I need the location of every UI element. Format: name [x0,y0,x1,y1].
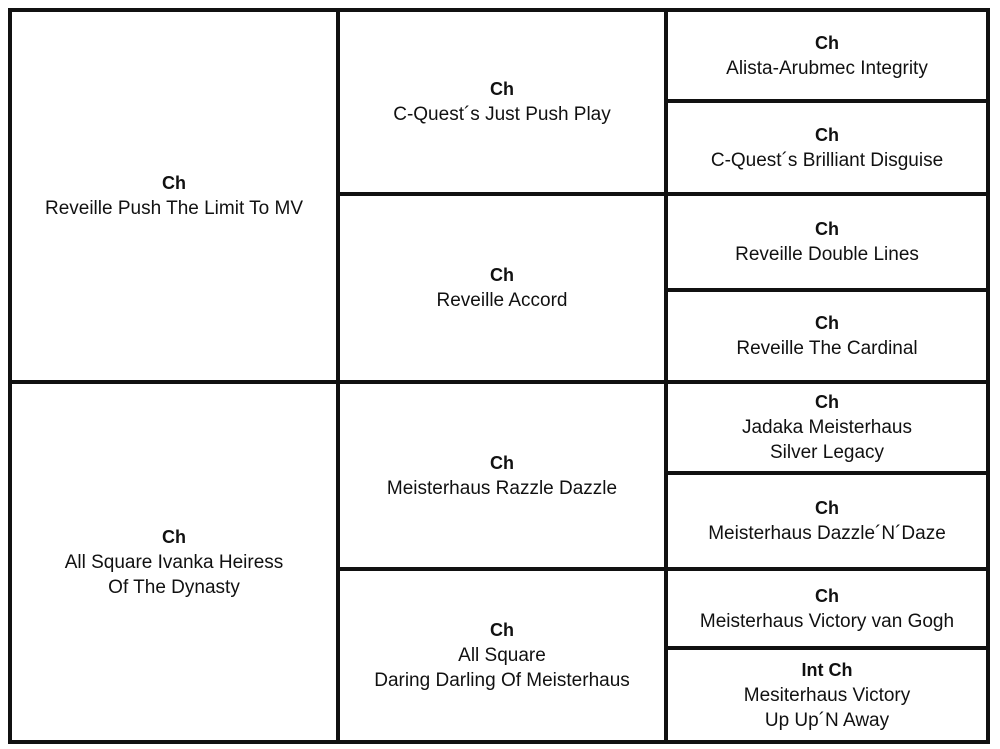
column-divider-2 [664,12,668,740]
row-divider-eighth-1 [668,99,986,103]
row-divider-eighth-7 [668,646,986,650]
pedigree-cell-ss-sire: Ch Alista-Arubmec Integrity [668,12,986,99]
row-divider-quarter-3 [340,567,986,571]
row-divider-quarter-1 [340,192,986,196]
cell-title: Ch [815,498,839,518]
dog-name-cont: Of The Dynasty [108,576,240,598]
cell-title: Ch [815,392,839,412]
pedigree-cell-ds-dam: Ch Meisterhaus Dazzle´N´Daze [668,475,986,567]
pedigree-cell-sire: Ch Reveille Push The Limit To MV [12,12,336,380]
dog-name: Mesiterhaus Victory [743,684,911,706]
cell-title: Ch [162,173,186,193]
dog-name: Jadaka Meisterhaus [741,417,913,438]
pedigree-cell-ss-dam: Ch C-Quest´s Brilliant Disguise [668,103,986,192]
cell-title: Ch [162,526,186,547]
pedigree-cell-dam: Ch All Square Ivanka Heiress Of The Dyna… [12,384,336,740]
cell-title: Ch [815,32,839,53]
dog-name-cont: Up Up´N Away [764,709,890,731]
dog-name-cont: Silver Legacy [769,442,885,463]
cell-title: Ch [490,452,514,473]
column-divider-1 [336,12,340,740]
cell-title: Ch [490,265,514,285]
pedigree-cell-sire-sire: Ch C-Quest´s Just Push Play [340,12,664,192]
pedigree-cell-dd-dam: Int Ch Mesiterhaus Victory Up Up´N Away [668,650,986,740]
pedigree-cell-ds-sire: Ch Jadaka Meisterhaus Silver Legacy [668,384,986,471]
dog-name: Meisterhaus Victory van Gogh [699,610,955,632]
dog-name-cont: Daring Darling Of Meisterhaus [374,670,630,691]
pedigree-cell-dam-sire: Ch Meisterhaus Razzle Dazzle [340,384,664,567]
pedigree-cell-dam-dam: Ch All Square Daring Darling Of Meisterh… [340,571,664,740]
cell-title: Ch [815,585,839,606]
dog-name: Meisterhaus Razzle Dazzle [386,477,618,499]
cell-title: Ch [815,219,839,239]
cell-title: Ch [490,620,514,640]
dog-name: All Square Ivanka Heiress [64,551,284,573]
dog-name: C-Quest´s Just Push Play [393,104,611,125]
pedigree-cell-sire-dam: Ch Reveille Accord [340,196,664,380]
cell-title: Int Ch [801,659,853,680]
dog-name: All Square [458,645,546,666]
cell-title: Ch [815,313,839,333]
pedigree-cell-dd-sire: Ch Meisterhaus Victory van Gogh [668,571,986,646]
dog-name: Reveille The Cardinal [736,338,918,359]
row-divider-eighth-3 [668,288,986,292]
dog-name: Meisterhaus Dazzle´N´Daze [708,523,946,544]
dog-name: Reveille Accord [436,290,568,311]
cell-title: Ch [490,79,514,99]
dog-name: C-Quest´s Brilliant Disguise [710,149,944,171]
row-divider-eighth-5 [668,471,986,475]
pedigree-table: Ch Reveille Push The Limit To MV Ch All … [8,8,990,744]
dog-name: Alista-Arubmec Integrity [726,57,928,79]
pedigree-cell-sd-sire: Ch Reveille Double Lines [668,196,986,288]
dog-name: Reveille Double Lines [735,244,919,265]
dog-name: Reveille Push The Limit To MV [44,198,304,219]
row-divider-half [12,380,986,384]
pedigree-cell-sd-dam: Ch Reveille The Cardinal [668,292,986,380]
cell-title: Ch [815,124,839,145]
